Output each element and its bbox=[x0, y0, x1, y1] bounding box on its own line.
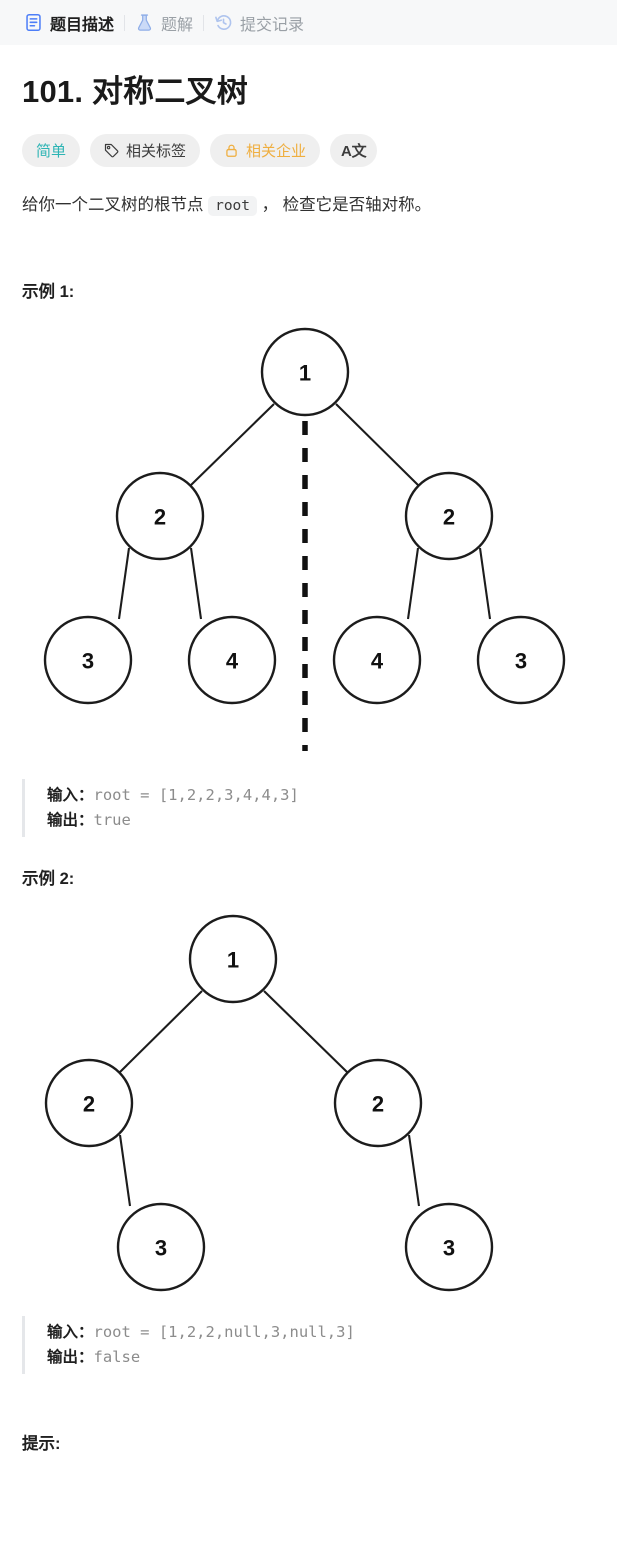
example-1-input-label: 输入： bbox=[47, 786, 94, 804]
example-2-io: 输入：root = [1,2,2,null,3,null,3] 输出：false bbox=[22, 1315, 595, 1375]
tab-description[interactable]: 题目描述 bbox=[14, 0, 124, 45]
svg-text:2: 2 bbox=[154, 504, 166, 529]
example-2-heading: 示例 2: bbox=[22, 869, 75, 888]
hints-heading: 提示: bbox=[22, 1435, 61, 1454]
tab-submissions[interactable]: 提交记录 bbox=[204, 0, 314, 45]
svg-text:4: 4 bbox=[371, 648, 384, 673]
difficulty-label: 简单 bbox=[36, 142, 67, 160]
example-1-output-line: 输出：true bbox=[47, 808, 595, 833]
svg-text:2: 2 bbox=[372, 1091, 384, 1116]
example-2-input-label: 输入： bbox=[47, 1323, 94, 1341]
example-1-figure: 1 2 2 3 4 4 3 bbox=[22, 308, 595, 773]
tab-bar: 题目描述 题解 提交记录 bbox=[0, 0, 617, 45]
svg-text:2: 2 bbox=[443, 504, 455, 529]
example-2-output-value: false bbox=[93, 1347, 141, 1366]
description-text-part1: 给你一个二叉树的根节点 bbox=[22, 195, 209, 214]
example-1-input-value: root = [1,2,2,3,4,4,3] bbox=[93, 785, 299, 804]
problem-description: 给你一个二叉树的根节点 root ， 检查它是否轴对称。 bbox=[22, 191, 595, 220]
translate-button[interactable]: A文 bbox=[330, 133, 378, 167]
example-1-io: 输入：root = [1,2,2,3,4,4,3] 输出：true bbox=[22, 778, 595, 837]
example-2-output-label: 输出： bbox=[47, 1348, 94, 1366]
inline-code-root: root bbox=[208, 195, 258, 216]
problem-content: 101. 对称二叉树 简单 相关标签 相关企业 A bbox=[0, 73, 617, 1454]
example-1-heading: 示例 1: bbox=[22, 282, 75, 301]
svg-text:4: 4 bbox=[226, 648, 239, 673]
tree-node-right-2: 2 bbox=[404, 471, 494, 560]
svg-text:3: 3 bbox=[443, 1235, 455, 1260]
tab-submissions-label: 提交记录 bbox=[240, 16, 305, 34]
tree-node-root: 1 bbox=[188, 914, 278, 1004]
tree-node-leaf-4-right: 4 bbox=[332, 615, 422, 704]
tree-node-left-2: 2 bbox=[115, 471, 205, 560]
page-title: 101. 对称二叉树 bbox=[22, 74, 248, 109]
tree-node-root: 1 bbox=[260, 327, 350, 416]
example-2-output-line: 输出：false bbox=[47, 1345, 595, 1370]
tree-node-leaf-3-left: 3 bbox=[43, 615, 133, 704]
tab-solutions[interactable]: 题解 bbox=[125, 0, 203, 45]
svg-text:1: 1 bbox=[227, 947, 239, 972]
example-2-figure: 1 2 2 3 3 bbox=[22, 895, 595, 1310]
tree-node-leaf-3-right: 3 bbox=[476, 615, 566, 704]
example-1-input-line: 输入：root = [1,2,2,3,4,4,3] bbox=[47, 783, 595, 808]
history-clock-icon bbox=[214, 13, 233, 32]
tree-node-leaf-3-left: 3 bbox=[116, 1202, 206, 1292]
tab-divider bbox=[124, 14, 126, 31]
example-1-output-value: true bbox=[93, 810, 131, 829]
example-2-input-value: root = [1,2,2,null,3,null,3] bbox=[93, 1322, 355, 1341]
tree-node-leaf-4-left: 4 bbox=[187, 615, 277, 704]
flask-icon bbox=[135, 13, 154, 32]
binary-tree-diagram-symmetric: 1 2 2 3 4 4 3 bbox=[43, 327, 566, 751]
related-companies-label: 相关企业 bbox=[246, 142, 307, 160]
tab-description-label: 题目描述 bbox=[50, 16, 115, 34]
description-text-part2: ， 检查它是否轴对称。 bbox=[257, 195, 432, 214]
tab-divider bbox=[203, 14, 205, 31]
svg-text:3: 3 bbox=[515, 648, 527, 673]
svg-text:2: 2 bbox=[83, 1091, 95, 1116]
related-tags-label: 相关标签 bbox=[126, 142, 187, 160]
binary-tree-diagram-asymmetric: 1 2 2 3 3 bbox=[44, 914, 494, 1292]
translate-icon: A文 bbox=[341, 142, 367, 160]
related-companies-button[interactable]: 相关企业 bbox=[210, 133, 321, 167]
svg-text:1: 1 bbox=[299, 360, 311, 385]
svg-text:3: 3 bbox=[82, 648, 94, 673]
badge-row: 简单 相关标签 相关企业 A文 bbox=[22, 133, 595, 167]
tab-solutions-label: 题解 bbox=[161, 16, 194, 34]
document-icon bbox=[24, 13, 43, 32]
tree-node-left-2: 2 bbox=[44, 1058, 134, 1148]
svg-text:3: 3 bbox=[155, 1235, 167, 1260]
example-2-input-line: 输入：root = [1,2,2,null,3,null,3] bbox=[47, 1320, 595, 1345]
tree-node-leaf-3-right: 3 bbox=[404, 1202, 494, 1292]
status-badge-difficulty[interactable]: 简单 bbox=[22, 133, 81, 167]
tag-icon bbox=[104, 143, 119, 158]
example-1-output-label: 输出： bbox=[47, 811, 94, 829]
related-tags-button[interactable]: 相关标签 bbox=[90, 133, 201, 167]
tree-node-right-2: 2 bbox=[333, 1058, 423, 1148]
lock-icon bbox=[224, 143, 239, 158]
